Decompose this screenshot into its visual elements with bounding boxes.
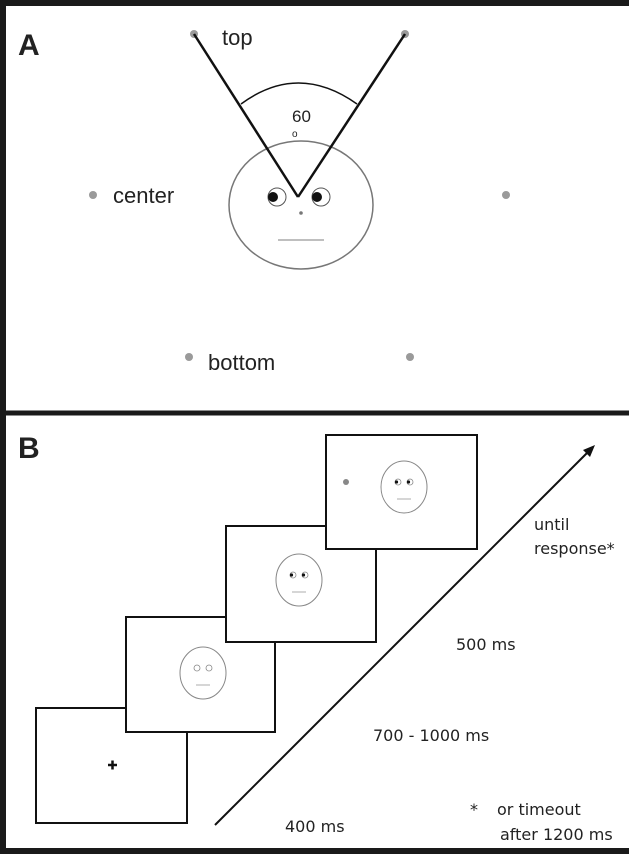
fixation-cross-icon — [108, 760, 117, 770]
small-face-outline — [179, 646, 227, 700]
angle-arc — [240, 82, 358, 105]
label-bottom: bottom — [208, 350, 275, 375]
panel-b: B — [18, 432, 615, 844]
face-right-eye — [311, 187, 331, 207]
face-outline — [228, 140, 374, 270]
duration-target-line1: until — [534, 515, 569, 534]
angle-line-left — [192, 33, 300, 198]
arrowhead-icon — [583, 445, 595, 457]
angle-value: 60 — [292, 107, 311, 126]
target-dot-bottom-right — [406, 353, 414, 361]
small-face-right-eye — [205, 664, 213, 672]
label-center: center — [113, 183, 174, 208]
target-dot — [343, 479, 349, 485]
target-face-outline — [380, 460, 428, 514]
target-dot-bottom-left — [185, 353, 193, 361]
small-face-left-eye — [193, 664, 201, 672]
face-nose — [299, 211, 303, 215]
time-arrow — [214, 445, 595, 826]
angle-unit: o — [292, 129, 298, 140]
footnote-line2: after 1200 ms — [500, 825, 613, 844]
target-dot-center-left — [89, 191, 97, 199]
target-face-right-pupil — [406, 480, 411, 484]
footnote-line1: or timeout — [497, 800, 581, 819]
gaze-face-left-pupil — [289, 573, 294, 577]
label-top: top — [222, 25, 253, 50]
duration-fixation: 400 ms — [285, 817, 345, 836]
panel-a-letter: A — [18, 29, 40, 62]
gaze-face-outline — [275, 553, 323, 607]
duration-target-line2: response* — [534, 539, 615, 558]
duration-gaze: 500 ms — [456, 635, 516, 654]
screen-target — [325, 434, 478, 550]
target-face-left-pupil — [394, 480, 399, 484]
angle-line-right — [296, 33, 407, 198]
panel-a: A top center bottom 60 o — [18, 25, 510, 375]
gaze-face-right-pupil — [301, 573, 306, 577]
target-dot-center-right — [502, 191, 510, 199]
footnote-star: * — [470, 800, 478, 819]
panel-b-letter: B — [18, 432, 40, 465]
duration-face: 700 - 1000 ms — [373, 726, 489, 745]
face-left-eye — [267, 187, 287, 207]
